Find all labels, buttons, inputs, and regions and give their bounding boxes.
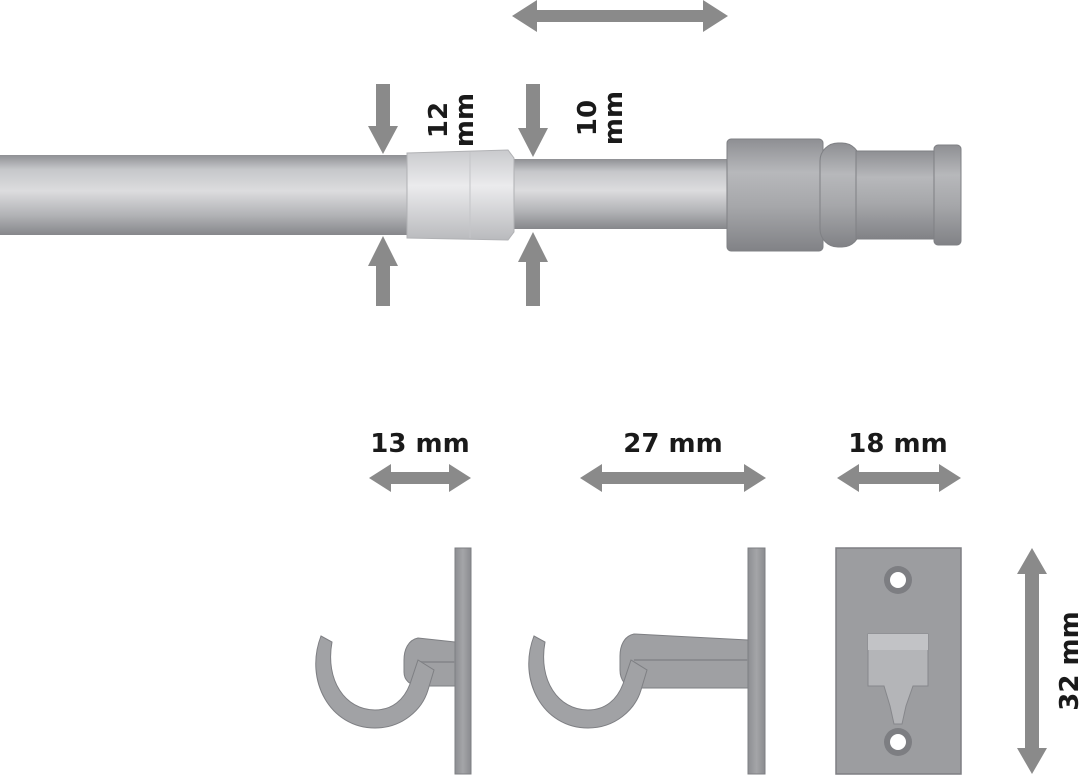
inner-diameter-label: 10mm (573, 91, 629, 145)
plate-width-label: 18 mm (848, 429, 947, 459)
short-bracket (315, 547, 472, 775)
rod-assembly (0, 138, 962, 252)
inner-diameter-arrows (518, 84, 548, 306)
short-bracket-depth-label: 13 mm (370, 429, 469, 459)
wall-plate-mount-boss (867, 633, 929, 725)
rod-inner (508, 159, 734, 229)
long-bracket-arrow (580, 464, 766, 492)
rod-finial (726, 138, 962, 252)
long-bracket (528, 547, 766, 775)
rod-outer (0, 155, 410, 235)
short-bracket-plate (454, 547, 472, 775)
long-bracket-plate (747, 547, 766, 775)
long-bracket-hook (528, 635, 648, 729)
long-bracket-depth-label: 27 mm (623, 429, 722, 459)
rod-connector-sleeve (406, 149, 515, 241)
short-bracket-arrow (369, 464, 471, 492)
outer-diameter-arrows (368, 84, 398, 306)
plate-height-label: 32 mm (1055, 611, 1080, 710)
short-bracket-hook (315, 635, 435, 729)
outer-diameter-label: 12mm (424, 93, 480, 147)
plate-width-arrow (837, 464, 961, 492)
plate-height-arrow (1017, 548, 1047, 774)
extension-double-arrow (512, 0, 728, 32)
wall-plate-front (835, 547, 962, 775)
